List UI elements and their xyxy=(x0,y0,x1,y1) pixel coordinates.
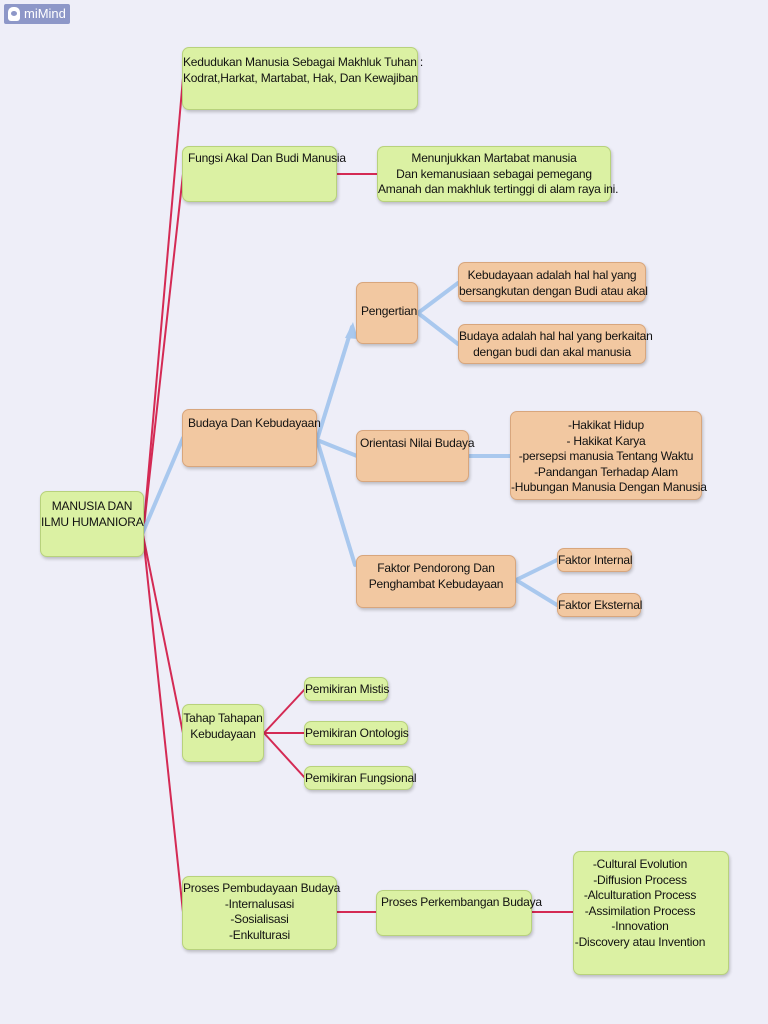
proses-line: Proses Pembudayaan Budaya xyxy=(183,881,341,895)
node-pengertian[interactable]: Pengertian xyxy=(356,282,418,344)
node-fungsi-detail[interactable]: Menunjukkan Martabat manusia Dan kemanus… xyxy=(377,146,619,202)
edge-budaya-pengertian xyxy=(315,325,354,442)
perkembangan-item: -Diffusion Process xyxy=(593,872,687,887)
proses-line: -Enkulturasi xyxy=(229,927,290,942)
edge-faktor-eksternal xyxy=(514,578,559,607)
orientasi-item: -Hakikat Hidup xyxy=(568,418,644,432)
budaya-label: Budaya Dan Kebudayaan xyxy=(188,416,321,430)
perkembangan-item: -Discovery atau Invention xyxy=(574,934,706,949)
orientasi-item: - Hakikat Karya xyxy=(566,433,646,448)
faktor-internal-label: Faktor Internal xyxy=(558,553,633,567)
perkembangan-item: -Cultural Evolution xyxy=(592,857,688,871)
pemikiran-label: Pemikiran Ontologis xyxy=(305,726,409,740)
node-pengertian-def-1[interactable]: Kebudayaan adalah hal hal yang bersangku… xyxy=(458,262,648,302)
edge-root-tahap xyxy=(142,534,184,734)
node-fungsi-akal[interactable]: Fungsi Akal Dan Budi Manusia xyxy=(182,146,346,202)
tahap-line-1: Tahap Tahapan xyxy=(183,711,263,725)
edge-budaya-orientasi xyxy=(315,438,359,458)
faktor-eksternal-label: Faktor Eksternal xyxy=(558,598,643,612)
node-pengertian-def-2[interactable]: Budaya adalah hal hal yang berkaitan den… xyxy=(458,324,653,364)
node-faktor-eksternal[interactable]: Faktor Eksternal xyxy=(557,593,643,617)
perkembangan-label: Proses Perkembangan Budaya xyxy=(381,895,542,909)
edge-faktor-internal xyxy=(514,558,559,582)
node-orientasi-items[interactable]: -Hakikat Hidup - Hakikat Karya -persepsi… xyxy=(510,411,707,500)
root-line-1: MANUSIA DAN xyxy=(51,499,133,513)
edge-root-kedudukan xyxy=(142,77,184,536)
node-kedudukan[interactable]: Kedudukan Manusia Sebagai Makhluk Tuhan … xyxy=(182,47,423,110)
root-line-2: ILMU HUMANIORA xyxy=(41,514,144,529)
node-proses-perkembangan[interactable]: Proses Perkembangan Budaya xyxy=(376,890,542,936)
orientasi-item: -Hubungan Manusia Dengan Manusia xyxy=(511,480,707,494)
root-node-manusia-ilmu-humaniora[interactable]: MANUSIA DAN ILMU HUMANIORA xyxy=(40,491,144,557)
brain-icon xyxy=(8,7,20,21)
orientasi-item: -Pandangan Terhadap Alam xyxy=(534,464,678,479)
fungsi-detail-line-1: Menunjukkan Martabat manusia xyxy=(411,151,577,165)
edge-root-proses xyxy=(142,534,184,913)
perkembangan-item: -Assimilation Process xyxy=(584,903,696,918)
node-proses-pembudayaan[interactable]: Proses Pembudayaan Budaya -Internalusasi… xyxy=(182,876,341,950)
kedudukan-line-2: Kodrat,Harkat, Martabat, Hak, Dan Kewaji… xyxy=(183,70,418,85)
def2-line-2: dengan budi dan akal manusia xyxy=(473,344,631,359)
edge-budaya-faktor xyxy=(315,438,357,567)
def1-line-1: Kebudayaan adalah hal hal yang xyxy=(467,268,637,282)
node-faktor-internal[interactable]: Faktor Internal xyxy=(557,548,633,572)
edge-pengertian-def2 xyxy=(416,311,460,346)
node-pemikiran-ontologis[interactable]: Pemikiran Ontologis xyxy=(304,721,409,745)
fungsi-label: Fungsi Akal Dan Budi Manusia xyxy=(188,151,346,165)
faktor-line-1: Faktor Pendorong Dan xyxy=(377,561,495,575)
pemikiran-label: Pemikiran Mistis xyxy=(305,682,390,696)
proses-line: -Sosialisasi xyxy=(230,912,289,926)
edge-root-fungsi xyxy=(142,173,184,536)
node-budaya-kebudayaan[interactable]: Budaya Dan Kebudayaan xyxy=(182,409,321,467)
orientasi-item: -persepsi manusia Tentang Waktu xyxy=(518,449,694,463)
node-perkembangan-items[interactable]: -Cultural Evolution -Diffusion Process -… xyxy=(573,851,729,975)
node-pemikiran-fungsional[interactable]: Pemikiran Fungsional xyxy=(304,766,417,790)
node-faktor[interactable]: Faktor Pendorong Dan Penghambat Kebudaya… xyxy=(356,555,516,608)
def2-line-1: Budaya adalah hal hal yang berkaitan xyxy=(459,329,653,343)
faktor-line-2: Penghambat Kebudayaan xyxy=(368,576,504,591)
arrow-head-pengertian xyxy=(345,322,358,339)
app-name: miMind xyxy=(24,6,66,21)
fungsi-detail-line-2: Dan kemanusiaan sebagai pemegang xyxy=(396,166,592,181)
edge-tahap-mistis xyxy=(263,688,306,734)
pengertian-label: Pengertian xyxy=(361,304,418,318)
pemikiran-label: Pemikiran Fungsional xyxy=(305,771,417,785)
node-pemikiran-mistis[interactable]: Pemikiran Mistis xyxy=(304,677,390,701)
perkembangan-item: -Innovation xyxy=(611,919,669,933)
kedudukan-line-1: Kedudukan Manusia Sebagai Makhluk Tuhan … xyxy=(183,55,423,69)
node-tahap-tahapan[interactable]: Tahap Tahapan Kebudayaan xyxy=(182,704,264,762)
fungsi-detail-line-3: Amanah dan makhluk tertinggi di alam ray… xyxy=(378,182,619,196)
perkembangan-item: -Alculturation Process xyxy=(583,888,697,902)
node-orientasi-nilai[interactable]: Orientasi Nilai Budaya xyxy=(356,430,475,482)
orientasi-label: Orientasi Nilai Budaya xyxy=(360,436,475,450)
def1-line-2: bersangkutan dengan Budi atau akal xyxy=(459,283,648,298)
edge-pengertian-def1 xyxy=(416,281,460,315)
proses-line: -Internalusasi xyxy=(224,896,295,911)
edge-tahap-fungsional xyxy=(263,732,306,779)
edge-root-budaya xyxy=(141,436,185,534)
app-logo: miMind xyxy=(4,4,70,24)
tahap-line-2: Kebudayaan xyxy=(190,726,256,741)
